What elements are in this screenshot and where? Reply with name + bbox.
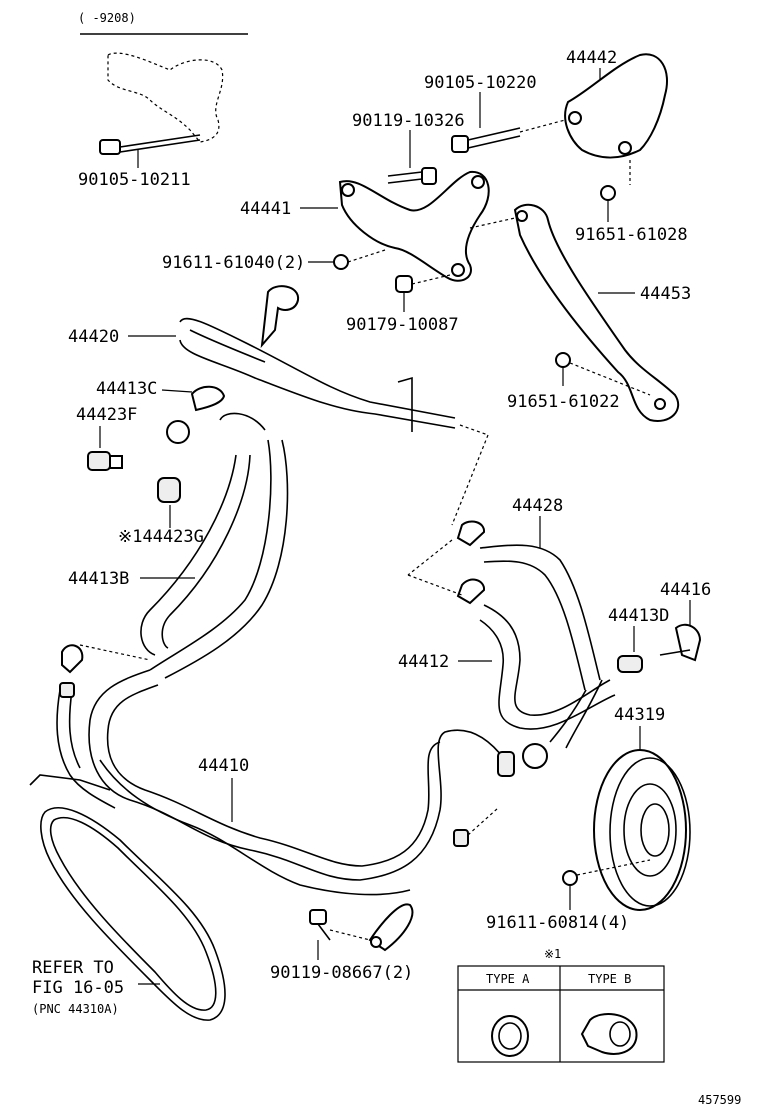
clip-upper — [456, 520, 485, 547]
washer-91611-61040 — [333, 254, 349, 270]
legend-marker: ※1 — [544, 947, 561, 961]
v-belt — [40, 807, 226, 1021]
label-44428: 44428 — [512, 496, 563, 516]
label-44413c: 44413C — [96, 379, 157, 399]
clip-44413d — [617, 655, 643, 673]
label-44319: 44319 — [614, 705, 665, 725]
type-legend: ※1 TYPE A TYPE B — [457, 947, 665, 1063]
label-44423f: 44423F — [76, 405, 137, 425]
type-a-ring — [491, 1015, 529, 1057]
bolt-90105-10220 — [451, 127, 521, 153]
washer-91651-61028 — [600, 185, 616, 201]
hose-clamp-44420 — [260, 285, 300, 349]
union-44416 — [674, 623, 702, 662]
washer-91611-60814 — [562, 870, 578, 886]
label-90179-10087: 90179-10087 — [346, 315, 459, 335]
label-90119-08667: 90119-08667(2) — [270, 963, 413, 983]
label-91651-61028: 91651-61028 — [575, 225, 688, 245]
bolt-90119-08667 — [309, 909, 331, 941]
oil-tube-44410 — [29, 669, 506, 896]
washer-91651-61022 — [555, 352, 571, 368]
label-91651-61022: 91651-61022 — [507, 392, 620, 412]
label-91611-60814: 91611-60814(4) — [486, 913, 629, 933]
clip-left — [61, 644, 84, 674]
figure-number: 457599 — [698, 1093, 741, 1107]
label-90105-10220: 90105-10220 — [424, 73, 537, 93]
refer-line-1: REFER TO — [32, 958, 114, 978]
nut-90179-10087 — [395, 275, 413, 293]
label-91611-61040: 91611-61040(2) — [162, 253, 305, 273]
label-44412: 44412 — [398, 652, 449, 672]
label-44410: 44410 — [198, 756, 249, 776]
label-44416: 44416 — [660, 580, 711, 600]
refer-line-2: FIG 16-05 — [32, 978, 124, 998]
bolt-90105-10211 — [99, 134, 201, 155]
label-90105-10211: 90105-10211 — [78, 170, 191, 190]
return-hose-44413b — [140, 412, 289, 679]
bolt-90119-10326 — [387, 167, 437, 185]
pressure-tube-44420 — [179, 317, 456, 429]
bracket-44442 — [564, 53, 668, 159]
header-note: ( -9208) — [78, 11, 136, 25]
clamp-right — [522, 743, 548, 769]
union-right — [497, 751, 515, 777]
clamp-ring — [166, 420, 190, 444]
refer-line-3: (PNC 44310A) — [32, 1002, 119, 1016]
label-44453: 44453 — [640, 284, 691, 304]
label-90119-10326: 90119-10326 — [352, 111, 465, 131]
label-44413d: 44413D — [608, 606, 669, 626]
bracket-44441 — [338, 170, 490, 282]
label-44441: 44441 — [240, 199, 291, 219]
label-44420: 44420 — [68, 327, 119, 347]
hose-44428 — [479, 544, 603, 749]
old-bracket-outline — [107, 52, 224, 143]
label-44413b: 44413B — [68, 569, 129, 589]
hose-44412 — [479, 604, 616, 730]
pulley-44319 — [593, 749, 691, 911]
legend-type-a: TYPE A — [486, 972, 530, 986]
legend-type-b: TYPE B — [588, 972, 631, 986]
label-44423g: ※144423G — [118, 527, 204, 547]
label-44442: 44442 — [566, 48, 617, 68]
clip-lower — [456, 578, 485, 605]
clip-44413c — [190, 385, 226, 412]
clamp-44423g — [157, 477, 181, 503]
stay-44453 — [513, 203, 680, 422]
union-44423f — [87, 451, 111, 471]
